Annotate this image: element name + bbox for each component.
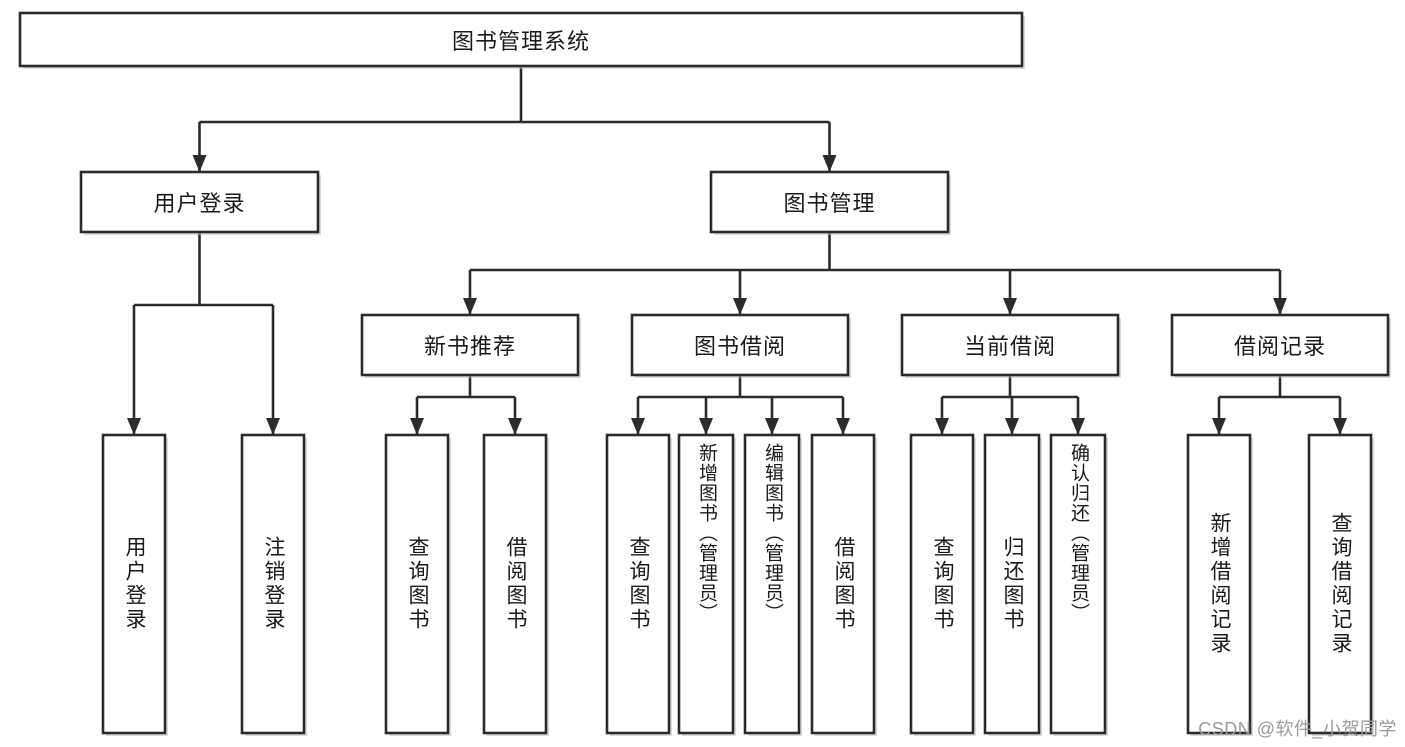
node-box-book-manage[interactable] bbox=[709, 170, 950, 234]
boxes-layer bbox=[18, 11, 1391, 736]
arrow-head-icon bbox=[1212, 418, 1226, 435]
node-box-leaf-borrow-borrow-book[interactable] bbox=[810, 433, 876, 735]
node-box-leaf-cur-return-book[interactable] bbox=[983, 433, 1041, 735]
arrow-head-icon bbox=[765, 418, 779, 435]
node-box-leaf-user-login[interactable] bbox=[101, 433, 167, 735]
connectors-layer bbox=[127, 66, 1347, 435]
arrow-head-icon bbox=[463, 298, 477, 315]
node-box-book-borrow[interactable] bbox=[630, 313, 850, 377]
node-box-user-login[interactable] bbox=[79, 170, 320, 234]
node-box-leaf-borrow-query-book[interactable] bbox=[605, 433, 671, 735]
node-box-leaf-rec-query-book[interactable] bbox=[384, 433, 450, 735]
arrow-head-icon bbox=[1333, 418, 1347, 435]
arrow-head-icon bbox=[127, 418, 141, 435]
arrow-head-icon bbox=[836, 418, 850, 435]
node-box-leaf-borrow-edit-book[interactable] bbox=[743, 433, 801, 735]
node-box-leaf-rec-borrow-book[interactable] bbox=[482, 433, 548, 735]
node-box-leaf-rec-add-record[interactable] bbox=[1186, 433, 1252, 735]
arrow-head-icon bbox=[1071, 418, 1085, 435]
node-box-leaf-borrow-add-book[interactable] bbox=[677, 433, 735, 735]
arrow-head-icon bbox=[631, 418, 645, 435]
node-box-borrow-record[interactable] bbox=[1170, 313, 1390, 377]
arrow-head-icon bbox=[1273, 298, 1287, 315]
node-box-current-borrow[interactable] bbox=[900, 313, 1120, 377]
arrow-head-icon bbox=[699, 418, 713, 435]
arrow-head-icon bbox=[192, 155, 207, 172]
watermark-text: CSDN @软件_小贺同学 bbox=[1198, 719, 1397, 739]
arrow-head-icon bbox=[935, 418, 949, 435]
arrow-head-icon bbox=[733, 298, 747, 315]
node-box-leaf-cur-confirm-return[interactable] bbox=[1049, 433, 1107, 735]
arrow-head-icon bbox=[410, 418, 424, 435]
node-box-new-book-recommend[interactable] bbox=[360, 313, 580, 377]
node-box-leaf-rec-query-record[interactable] bbox=[1307, 433, 1373, 735]
node-box-leaf-user-logout[interactable] bbox=[240, 433, 306, 735]
node-box-root[interactable] bbox=[18, 11, 1024, 68]
arrow-head-icon bbox=[266, 418, 280, 435]
arrow-head-icon bbox=[1003, 298, 1017, 315]
node-box-leaf-cur-query-book[interactable] bbox=[909, 433, 975, 735]
arrow-head-icon bbox=[822, 155, 837, 172]
arrow-head-icon bbox=[508, 418, 522, 435]
arrow-head-icon bbox=[1005, 418, 1019, 435]
